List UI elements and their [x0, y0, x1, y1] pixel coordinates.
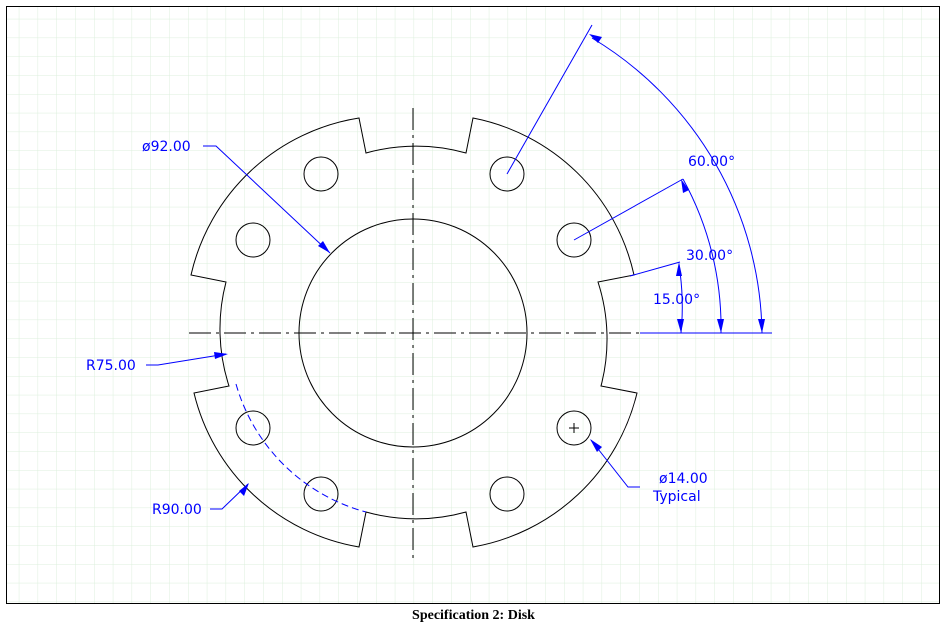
- arrowheads: [214, 34, 765, 496]
- bolt-hole: [489, 476, 525, 512]
- extension-60: [506, 24, 593, 175]
- angle-arc-30: [682, 178, 722, 334]
- center-lines: [189, 108, 640, 558]
- angle-arc-60: [591, 37, 763, 334]
- leader-bore: [203, 145, 331, 254]
- dimension-labels: ø92.00 R75.00 R90.00 ø14.00 Typical 15.0…: [86, 139, 735, 518]
- bolt-hole: [303, 156, 339, 192]
- bore-diameter-label: ø92.00: [142, 139, 191, 155]
- bolt-circle-arc: [235, 383, 367, 513]
- arrowhead: [590, 439, 602, 452]
- center-mark: [569, 423, 579, 433]
- arrowhead: [681, 179, 689, 193]
- disk-drawing: ø92.00 R75.00 R90.00 ø14.00 Typical 15.0…: [7, 7, 939, 603]
- hole-note-label: Typical: [652, 489, 701, 505]
- bolt-hole: [556, 410, 592, 446]
- arrowhead: [239, 483, 249, 496]
- leader-hole: [590, 439, 640, 488]
- hole-diameter-label: ø14.00: [659, 471, 708, 487]
- bolt-hole: [235, 222, 271, 258]
- angle-15-label: 15.00°: [653, 292, 700, 308]
- angle-60-label: 60.00°: [688, 154, 735, 170]
- bolt-hole: [489, 156, 525, 192]
- inner-radius-label: R75.00: [86, 358, 136, 374]
- dimensions: [146, 24, 772, 513]
- outer-profile: [190, 117, 638, 548]
- arrowhead: [758, 319, 765, 333]
- leader-outer-radius: [210, 483, 249, 510]
- bolt-hole: [303, 476, 339, 512]
- extension-30: [573, 178, 684, 241]
- bolt-hole: [235, 410, 271, 446]
- angle-30-label: 30.00°: [686, 248, 733, 264]
- figure-caption: Specification 2: Disk: [412, 608, 535, 623]
- arrowhead: [318, 241, 330, 253]
- arrowhead: [589, 34, 602, 43]
- arrowhead: [676, 262, 682, 276]
- arrowhead: [717, 319, 724, 333]
- bolt-hole: [556, 222, 592, 258]
- arrowhead: [214, 352, 228, 359]
- leader-inner-radius: [146, 353, 227, 366]
- extension-15: [629, 261, 681, 277]
- arrowhead: [677, 319, 684, 333]
- grid-background: [7, 7, 939, 603]
- outer-radius-label: R90.00: [152, 502, 202, 518]
